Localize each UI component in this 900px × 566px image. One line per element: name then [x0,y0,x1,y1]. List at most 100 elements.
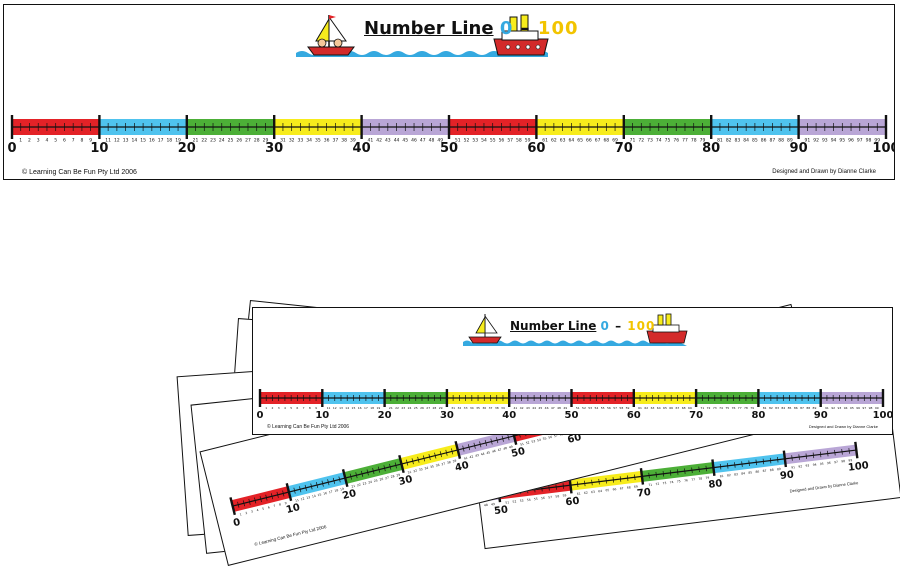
minor-tick [562,483,565,489]
minor-tick-label: 59 [626,406,630,410]
minor-tick [819,451,822,458]
minor-tick-label: 48 [557,406,561,410]
minor-tick-label: 63 [591,490,595,494]
minor-tick-label: 42 [469,454,474,459]
minor-tick [383,465,386,472]
minor-tick-label: 63 [560,138,566,144]
minor-tick-label: 81 [717,138,723,144]
designer-credit-front: Designed and Drawn by Dianne Clarke [808,424,878,429]
minor-tick [361,470,364,477]
minor-tick-label: 23 [210,138,216,144]
minor-tick [467,444,471,451]
minor-tick-label: 33 [418,467,423,472]
minor-tick-label: 79 [750,406,754,410]
minor-tick-label: 44 [480,452,485,457]
minor-tick [591,479,593,486]
minor-tick-label: 57 [507,138,513,144]
major-tick-label: 90 [814,410,828,421]
minor-tick-label: 62 [644,406,648,410]
minor-tick [462,445,465,452]
minor-tick-label: 38 [341,138,347,144]
minor-tick-label: 83 [734,472,738,476]
minor-tick-label: 34 [424,466,429,471]
minor-tick [242,500,245,507]
major-tick-label: 40 [454,460,470,474]
minor-tick-label: 73 [713,406,717,410]
minor-tick-label: 68 [627,485,631,489]
major-tick [398,454,405,474]
minor-tick-label: 72 [655,482,659,486]
minor-tick-label: 57 [613,406,617,410]
minor-tick-label: 51 [520,442,525,447]
minor-tick-label: 39 [350,138,356,144]
minor-tick-label: 86 [755,470,759,474]
minor-tick-label: 5 [262,507,265,511]
minor-tick-label: 13 [123,138,129,144]
minor-tick-label: 14 [345,406,349,410]
minor-tick-label: 49 [563,406,567,410]
minor-tick-label: 92 [831,406,835,410]
minor-tick [377,466,381,473]
minor-tick [490,438,493,445]
minor-tick-label: 86 [794,406,798,410]
minor-tick-label: 13 [306,495,311,500]
minor-tick-label: 62 [551,138,557,144]
major-tick-label: 20 [378,410,392,421]
minor-tick [338,476,341,483]
minor-tick-label: 97 [857,138,863,144]
minor-tick [719,463,722,470]
minor-tick-label: 92 [798,464,802,468]
minor-tick-label: 64 [598,489,602,493]
minor-tick-label: 8 [279,502,282,506]
minor-tick-label: 76 [732,406,736,410]
minor-tick-label: 3 [251,509,254,513]
minor-tick [310,483,313,490]
minor-tick-label: 32 [289,138,295,144]
minor-tick-label: 68 [682,406,686,410]
minor-tick [655,471,657,478]
minor-tick-label: 45 [402,138,408,144]
minor-tick [445,449,448,456]
minor-tick-label: 27 [426,406,430,410]
minor-tick-label: 84 [743,138,749,144]
minor-tick-label: 51 [505,500,509,504]
minor-tick-label: 55 [534,497,538,501]
minor-tick-label: 52 [512,499,516,503]
minor-tick-label: 84 [781,406,785,410]
minor-tick [698,466,700,473]
designer-credit: Designed and Drawn by Dianne Clarke [772,169,876,175]
minor-tick-label: 21 [351,484,356,489]
minor-tick [293,487,296,494]
minor-tick-label: 52 [525,440,530,445]
minor-tick [734,462,736,468]
minor-tick-label: 96 [827,461,831,465]
minor-tick-label: 84 [741,471,745,475]
major-tick-label: 50 [510,446,526,460]
minor-tick-label: 45 [486,450,491,455]
minor-tick-label: 45 [538,406,542,410]
minor-tick-label: 88 [806,406,810,410]
minor-tick [304,484,307,491]
minor-tick-label: 17 [328,490,333,495]
major-tick-label: 30 [440,410,454,421]
minor-tick-label: 3 [278,406,280,410]
minor-tick-label: 43 [385,138,391,144]
minor-tick-label: 62 [584,491,588,495]
minor-tick-label: 44 [532,406,536,410]
water-waves-icon [296,51,548,57]
minor-tick-label: 63 [651,406,655,410]
minor-tick [834,449,836,456]
minor-tick [669,470,672,476]
steamship-icon [646,313,688,344]
minor-tick-label: 54 [537,438,542,443]
minor-tick-label: 64 [568,138,574,144]
major-tick-label: 0 [232,517,241,529]
minor-tick-label: 55 [601,406,605,410]
minor-tick-label: 8 [80,138,83,144]
minor-tick-label: 74 [656,138,662,144]
minor-tick [841,449,843,455]
minor-tick-label: 47 [497,447,502,452]
major-tick-label: 50 [440,141,458,156]
minor-tick-label: 13 [339,406,343,410]
